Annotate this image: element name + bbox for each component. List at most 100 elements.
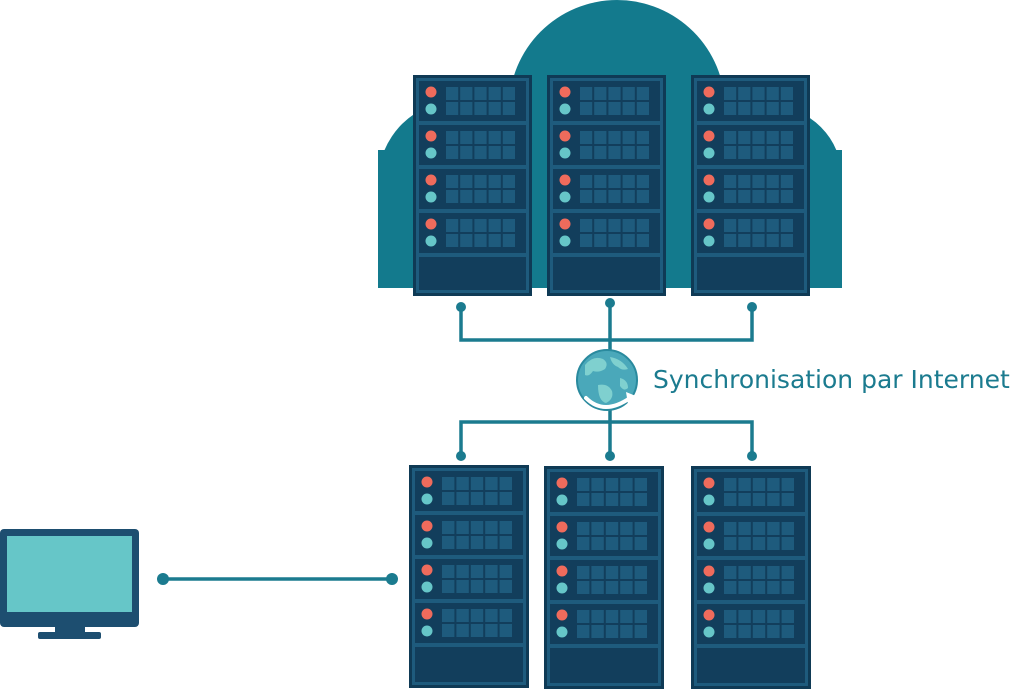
- drive-bay: [724, 102, 737, 115]
- drive-bay: [608, 234, 621, 247]
- drive-bay: [456, 521, 469, 534]
- server-unit: [553, 125, 660, 165]
- status-led-red: [425, 86, 437, 98]
- status-led-red: [425, 218, 437, 230]
- drive-bay: [442, 624, 455, 637]
- drive-bay: [766, 234, 779, 247]
- drive-bay: [724, 219, 737, 232]
- status-led-cyan: [556, 626, 568, 638]
- server-unit: [550, 516, 658, 556]
- status-led-red: [556, 477, 568, 489]
- drive-bay: [591, 566, 604, 579]
- server-base: [553, 257, 660, 290]
- drive-bay: [767, 610, 780, 623]
- drive-bay: [766, 190, 779, 203]
- server-unit: [697, 604, 805, 644]
- drive-bay: [766, 175, 779, 188]
- drive-bay: [636, 219, 649, 232]
- drive-bay: [591, 478, 604, 491]
- status-led-red: [703, 609, 715, 621]
- drive-bay: [591, 581, 604, 594]
- drive-bay: [634, 581, 647, 594]
- drive-bay: [460, 102, 473, 115]
- drive-bay: [488, 190, 501, 203]
- status-led-red: [703, 521, 715, 533]
- status-led-cyan: [703, 582, 715, 594]
- connection-dot: [157, 573, 169, 585]
- drive-bay: [485, 521, 498, 534]
- drive-bay: [634, 537, 647, 550]
- drive-bay: [738, 234, 751, 247]
- drive-bay: [485, 492, 498, 505]
- status-led-red: [703, 130, 715, 142]
- drive-bay: [594, 219, 607, 232]
- drive-bay: [608, 87, 621, 100]
- drive-bay: [456, 536, 469, 549]
- status-led-red: [703, 174, 715, 186]
- drive-bay: [738, 131, 751, 144]
- drive-bay: [780, 131, 793, 144]
- status-led-cyan: [559, 103, 571, 115]
- drive-bay: [724, 175, 737, 188]
- connection-dot: [605, 451, 615, 461]
- status-led-red: [559, 174, 571, 186]
- status-led-cyan: [421, 537, 433, 549]
- drive-bay: [474, 131, 487, 144]
- drive-bay: [752, 581, 766, 594]
- drive-bay: [622, 175, 635, 188]
- server-unit: [550, 604, 658, 644]
- drive-bay: [752, 566, 766, 579]
- monitor-stand: [55, 626, 85, 634]
- drive-bay: [499, 492, 512, 505]
- drive-bay: [577, 537, 590, 550]
- drive-bay: [634, 566, 647, 579]
- status-led-cyan: [425, 147, 437, 159]
- drive-bay: [605, 537, 619, 550]
- drive-bay: [499, 624, 512, 637]
- drive-bay: [766, 146, 779, 159]
- drive-bay: [577, 522, 590, 535]
- drive-bay: [456, 624, 469, 637]
- server-unit: [415, 515, 523, 555]
- drive-bay: [767, 537, 780, 550]
- status-led-red: [559, 218, 571, 230]
- drive-bay: [634, 610, 647, 623]
- monitor-base: [38, 632, 101, 639]
- drive-bay: [474, 87, 487, 100]
- status-led-cyan: [703, 103, 715, 115]
- drive-bay: [781, 522, 794, 535]
- drive-bay: [724, 190, 737, 203]
- drive-bay: [474, 190, 487, 203]
- server-unit: [419, 125, 526, 165]
- drive-bay: [502, 87, 515, 100]
- status-led-red: [559, 130, 571, 142]
- drive-bay: [470, 492, 484, 505]
- status-led-cyan: [559, 235, 571, 247]
- connection-dot: [747, 451, 757, 461]
- drive-bay: [781, 566, 794, 579]
- drive-bay: [502, 234, 515, 247]
- drive-bay: [470, 565, 484, 578]
- drive-bay: [724, 146, 737, 159]
- drive-bay: [442, 580, 455, 593]
- drive-bay: [460, 219, 473, 232]
- status-led-red: [703, 477, 715, 489]
- drive-bay: [594, 131, 607, 144]
- status-led-red: [556, 609, 568, 621]
- drive-bay: [738, 610, 751, 623]
- drive-bay: [470, 580, 484, 593]
- drive-bay: [446, 146, 459, 159]
- status-led-red: [421, 608, 433, 620]
- drive-bay: [781, 610, 794, 623]
- drive-bay: [446, 175, 459, 188]
- drive-bay: [470, 624, 484, 637]
- drive-bay: [724, 478, 737, 491]
- drive-bay: [752, 610, 766, 623]
- local-server-1: [409, 465, 529, 688]
- drive-bay: [622, 102, 635, 115]
- drive-bay: [781, 537, 794, 550]
- drive-bay: [752, 493, 766, 506]
- drive-bay: [605, 625, 619, 638]
- drive-bay: [605, 566, 619, 579]
- cloud-bus-line: [459, 307, 754, 342]
